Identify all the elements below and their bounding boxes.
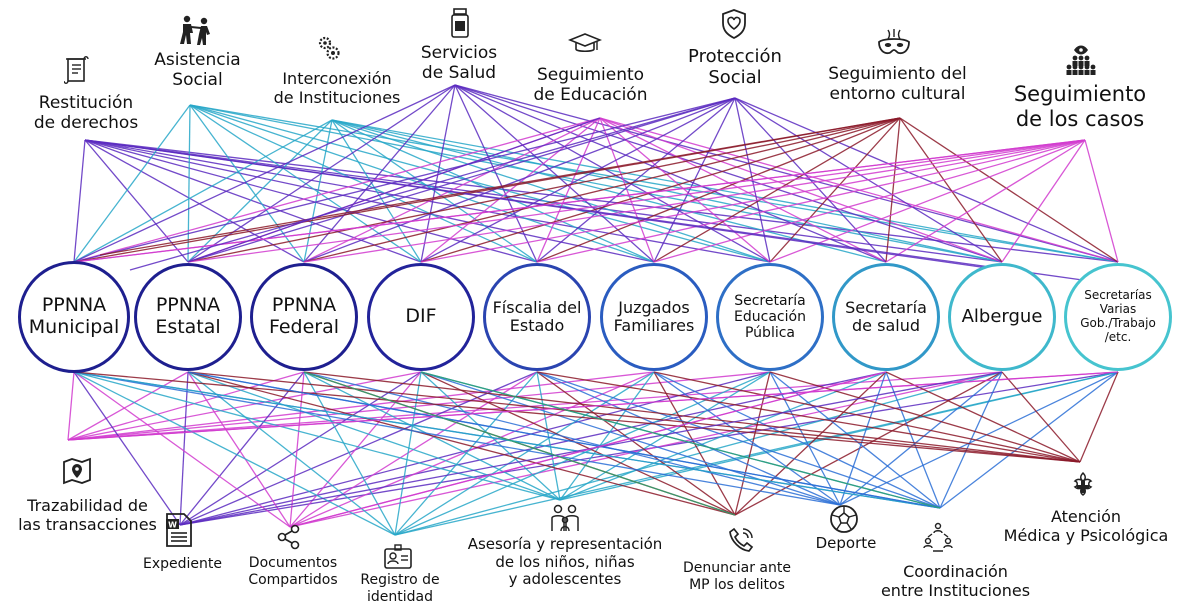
word-document-icon: W: [166, 513, 192, 547]
node-dif: DIF: [367, 263, 475, 371]
service-proteccion: Protección Social: [688, 46, 782, 89]
medical-cross-icon: [1073, 471, 1093, 496]
node-sep: Secretaría Educación Pública: [716, 263, 824, 371]
service-cultural: Seguimiento del entorno cultural: [828, 64, 967, 105]
node-ppnna-estatal: PPNNA Estatal: [134, 263, 242, 371]
id-card-icon: [384, 544, 412, 569]
graduation-cap-icon: [568, 33, 602, 53]
service-restitucion: Restitución de derechos: [33, 93, 139, 134]
service-trazabilidad: Trazabilidad de las transacciones: [18, 496, 157, 534]
node-fiscalia: Físcalia del Estado: [483, 263, 591, 371]
medicine-bottle-icon: [451, 8, 469, 38]
soccer-ball-icon: [830, 505, 858, 533]
service-documentos: Documentos Compartidos: [248, 555, 338, 588]
service-educacion: Seguimiento de Educación: [533, 65, 648, 106]
node-secretaria-salud: Secretaría de salud: [832, 263, 940, 371]
service-casos: Seguimiento de los casos: [1013, 82, 1147, 131]
service-asistencia: Asistencia Social: [154, 50, 241, 91]
node-ppnna-municipal: PPNNA Municipal: [18, 261, 130, 373]
service-deporte: Deporte: [815, 534, 877, 552]
family-icon: [551, 504, 579, 532]
gears-icon: [318, 36, 340, 60]
shield-heart-icon: [722, 9, 746, 40]
map-pin-icon: [63, 457, 91, 485]
node-ppnna-federal: PPNNA Federal: [250, 263, 358, 371]
service-asesoria: Asesoría y representación de los niños, …: [467, 535, 663, 589]
service-coordinacion: Coordinación entre Instituciones: [880, 562, 1031, 600]
audience-eye-icon: [1066, 45, 1096, 75]
node-albergue: Albergue: [948, 263, 1056, 371]
service-interconexion: Interconexión de Instituciones: [273, 69, 401, 107]
node-secretarias-varias: Secretarías Varias Gob./Trabajo /etc.: [1064, 263, 1172, 371]
carnival-mask-icon: [878, 29, 910, 55]
service-registro: Registro de identidad: [360, 572, 440, 605]
svg-text:W: W: [168, 521, 177, 530]
node-juzgados: Juzgados Familiares: [600, 263, 708, 371]
service-atencion: Atención Médica y Psicológica: [1003, 507, 1169, 545]
service-salud: Servicios de Salud: [420, 43, 498, 84]
people-assisting-icon: [180, 15, 210, 45]
share-icon: [277, 524, 300, 550]
network-people-icon: [923, 522, 953, 552]
service-denunciar: Denunciar ante MP los delitos: [683, 560, 791, 593]
phone-call-icon: [729, 527, 754, 552]
service-expediente: Expediente: [143, 556, 222, 572]
scroll-document-icon: [64, 56, 89, 84]
